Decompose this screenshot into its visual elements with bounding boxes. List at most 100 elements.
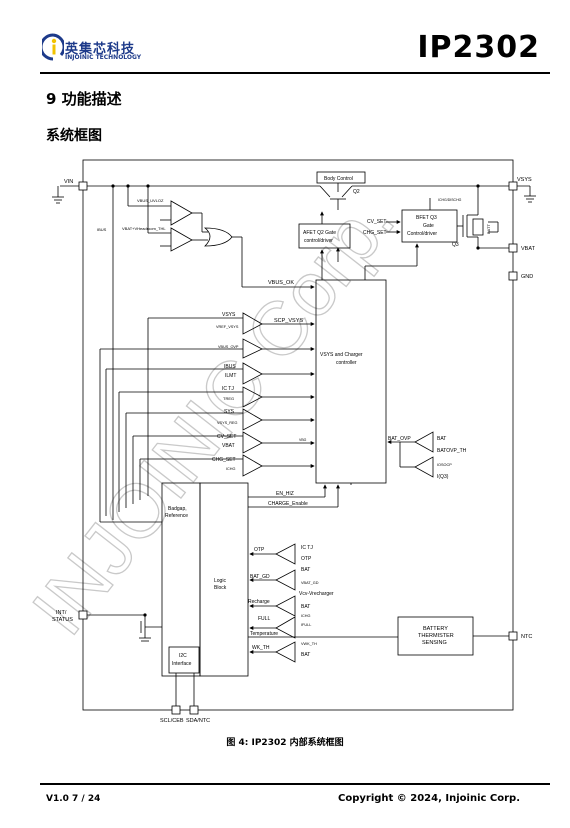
pin-scl-ceb xyxy=(171,705,181,715)
label-pin-vbat: VBAT xyxy=(521,246,536,252)
label-i2c: I2C xyxy=(179,653,187,659)
label-bat-a: BAT xyxy=(301,567,310,573)
label-ic-tj: IC TJ xyxy=(222,386,234,392)
part-number: IP2302 xyxy=(417,30,540,65)
label-otp: OTP xyxy=(254,547,265,553)
label-vbat-headroom: VBAT+VHeadroom_THL xyxy=(122,226,166,231)
label-pin-vsys: VSYS xyxy=(517,177,532,183)
pin-sda-ntc xyxy=(189,705,199,715)
label-vsys-controller-2: controller xyxy=(336,360,357,366)
pin-vsys xyxy=(508,181,518,191)
batt-resistor xyxy=(472,218,484,236)
label-q3: Q3 xyxy=(452,242,459,248)
label-logic: Logic xyxy=(214,578,226,584)
label-en-hiz: EN_HIZ xyxy=(276,491,294,497)
label-bfet-3: Control/driver xyxy=(407,231,437,237)
label-vbat-in: VBAT xyxy=(222,443,235,449)
label-reference: Reference xyxy=(165,513,188,519)
pin-vbat xyxy=(508,243,518,253)
footer-rule xyxy=(40,783,550,785)
pin-ntc xyxy=(508,631,518,641)
label-temperature: Temperature xyxy=(250,631,278,637)
label-pin-status: STATUS xyxy=(52,617,73,623)
label-scp-vsys: SCP_VSYS xyxy=(274,318,303,324)
label-bat-c: BAT xyxy=(301,652,310,658)
label-treg: TREG xyxy=(223,396,234,401)
footer-copyright: Copyright © 2024, Injoinic Corp. xyxy=(338,793,520,804)
label-vcv-vrecharger: Vcv-Vrecharger xyxy=(299,591,334,597)
label-q2: Q2 xyxy=(353,189,360,195)
label-chg-set-in: CHG_SET xyxy=(212,457,236,463)
label-pin-ntc: NTC xyxy=(521,634,532,640)
afet-q2-box xyxy=(298,223,351,249)
label-pin-int: INT/ xyxy=(56,610,67,616)
label-batt: BATT xyxy=(486,224,491,234)
label-vbus-ovp: VBUS_OVP xyxy=(218,345,239,349)
label-ic-tj2: IC TJ xyxy=(301,545,313,551)
label-wk-th: WK_TH xyxy=(252,645,270,651)
pin-gnd xyxy=(508,271,518,281)
section-title: 9 功能描述 xyxy=(46,90,122,108)
label-pin-scl: SCL/CEB xyxy=(160,718,184,724)
label-ichg-dischg: ICHG/DISCHG xyxy=(438,198,462,202)
label-vbus-ok: VBUS_OK xyxy=(268,280,294,286)
chip-outline xyxy=(82,159,514,711)
pin-int-status xyxy=(78,610,88,620)
label-thermister: THERMISTER xyxy=(418,633,454,639)
label-bat-ovp: BAT_OVP xyxy=(388,436,411,442)
label-block: Block xyxy=(214,585,227,591)
injoinic-logo-icon xyxy=(42,33,64,61)
i2c-interface-box xyxy=(168,646,200,674)
figure-caption: 图 4: IP2302 内部系统框图 xyxy=(226,738,344,748)
label-body-control: Body Control xyxy=(324,176,353,182)
label-ichg-full: ICHG xyxy=(301,614,311,618)
logo-text-cn: 英集芯科技 xyxy=(65,42,136,57)
label-bat-b: BAT xyxy=(301,604,310,610)
label-vbus-uvlo: VBUS_UVLOZ xyxy=(137,198,164,203)
label-vref-vsys: VREF_VSYS xyxy=(216,325,239,329)
label-bfet-1: BFET Q3 xyxy=(416,215,437,221)
subsection-title: 系统框图 xyxy=(46,128,102,144)
label-interface: Interface xyxy=(172,661,192,667)
label-cv-set-in: CV_SET xyxy=(217,434,236,440)
body-control-box xyxy=(316,171,366,184)
footer-page: 7 / 24 xyxy=(72,794,101,804)
label-pin-vin: VIN xyxy=(64,179,73,185)
label-pin-gnd: GND xyxy=(521,274,533,280)
label-cv-set: CV_SET xyxy=(367,219,386,225)
label-bandgap: Badgap, xyxy=(168,506,187,512)
footer-version: V1.0 xyxy=(46,794,69,804)
label-ibus: IBUS xyxy=(97,227,107,232)
label-otp-r: OTP xyxy=(301,556,312,562)
label-ichg-in: ICHG xyxy=(226,467,236,471)
label-vbg: VBG xyxy=(299,438,307,442)
label-iq3: I(Q3) xyxy=(437,474,449,480)
label-bfet-2: Gate xyxy=(423,223,434,229)
label-ifull: IFULL xyxy=(301,623,311,627)
label-bat-r: BAT xyxy=(437,436,446,442)
label-bat-gd: BAT_GD xyxy=(250,574,270,580)
label-vwk-th: VWK_TH xyxy=(301,642,317,646)
label-sys: SYS xyxy=(224,409,235,415)
label-vsys-reg: VSYS_REG xyxy=(217,421,238,425)
label-vsys-in: VSYS xyxy=(222,312,236,318)
label-ibus-in: IBUS xyxy=(224,364,236,370)
label-charge-enable: CHARGE_Enable xyxy=(268,501,308,507)
label-iosocp: IOSOCP xyxy=(437,463,452,467)
label-afet-2: control/driver xyxy=(304,238,333,244)
label-pin-sda: SDA/NTC xyxy=(186,718,210,724)
label-vbat-gd: VBAT_GD xyxy=(301,581,319,585)
label-chg-set: CHG_SET xyxy=(363,230,387,236)
label-vsys-controller-1: VSYS and Charger xyxy=(320,352,363,358)
label-full: FULL xyxy=(258,616,270,622)
label-afet-1: AFET Q2 Gate xyxy=(303,230,336,236)
logic-block-box xyxy=(199,482,249,677)
label-ilmt: ILMT xyxy=(225,373,236,379)
logo-text-en: INJOINIC TECHNOLOGY xyxy=(65,54,142,61)
label-batovp-th: BATOVP_TH xyxy=(437,448,467,454)
header-rule xyxy=(40,72,550,74)
label-battery: BATTERY xyxy=(423,626,448,632)
label-sensing: SENSING xyxy=(422,640,447,646)
pin-vin xyxy=(78,181,88,191)
